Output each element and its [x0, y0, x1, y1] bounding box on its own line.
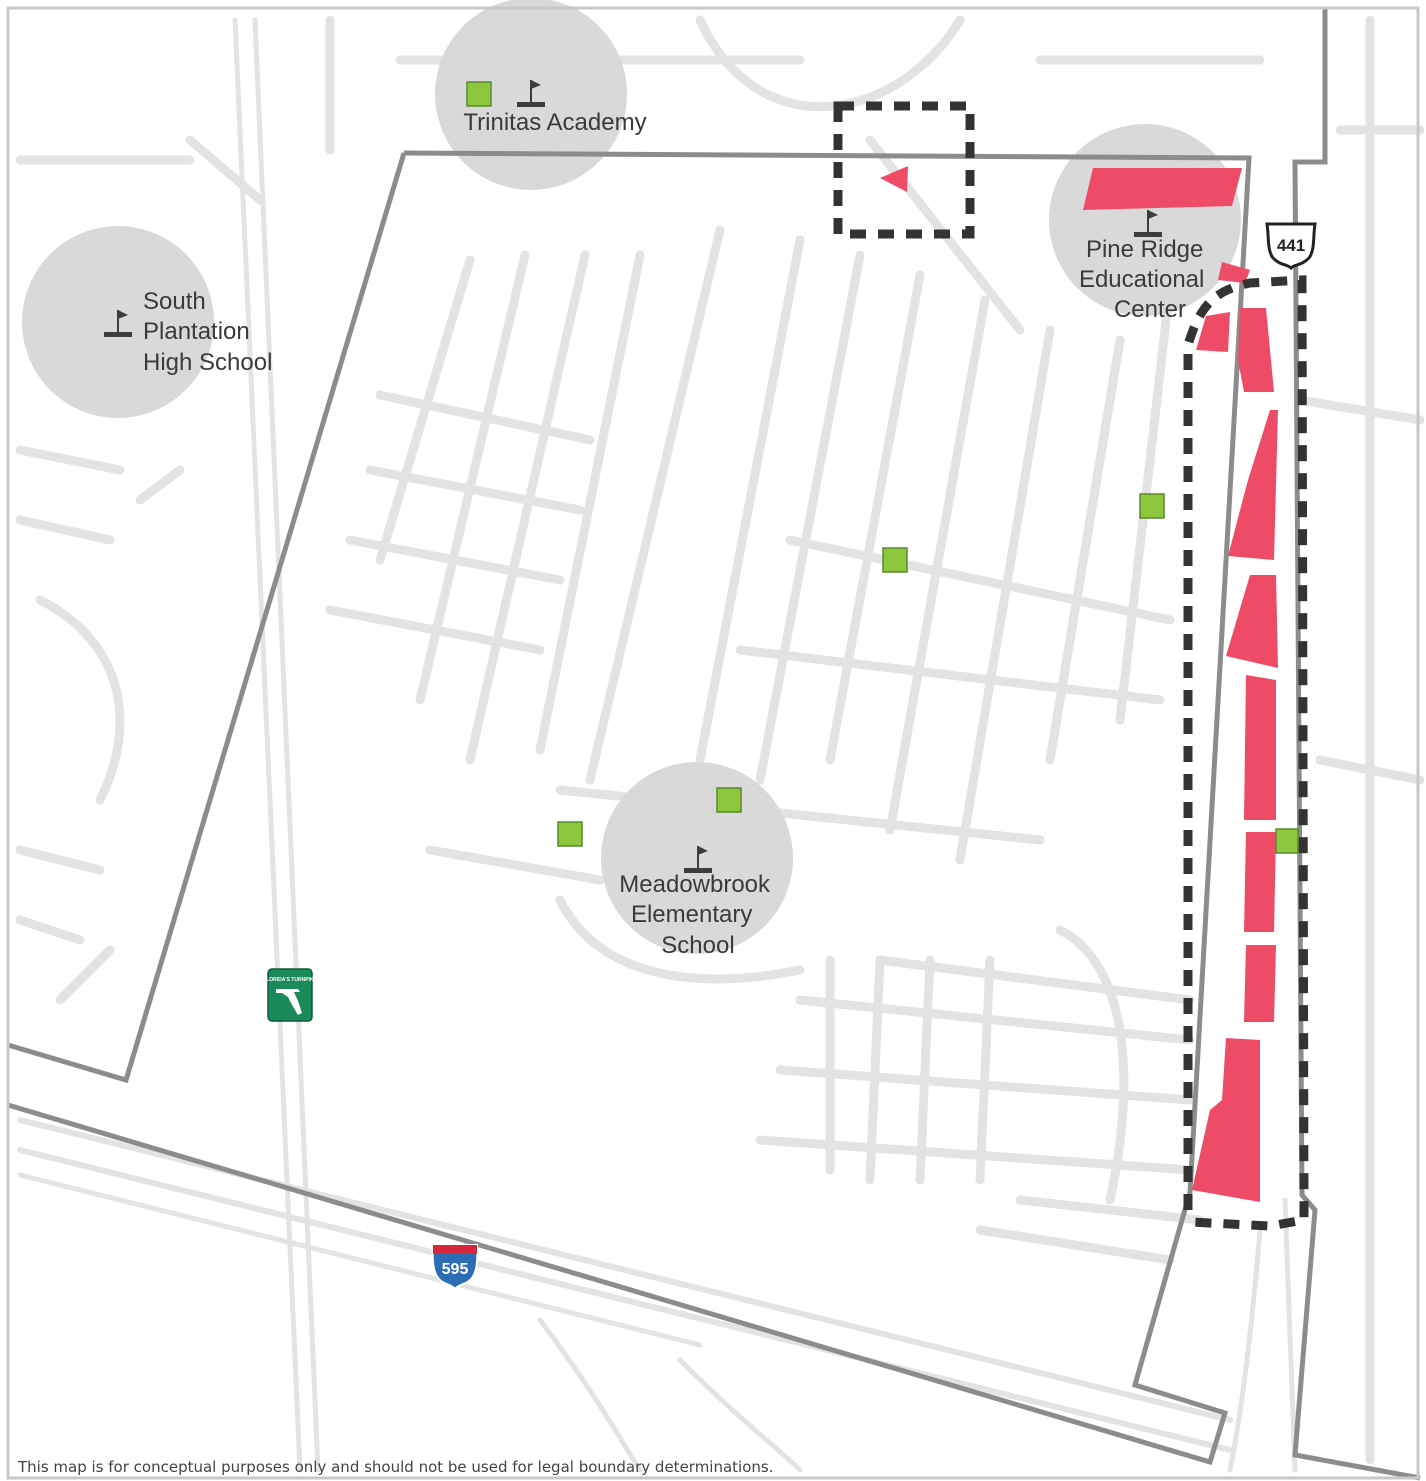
northeast-boundary — [1292, 8, 1421, 1481]
school-label-line: Meadowbrook — [619, 871, 771, 898]
park-markers — [466, 81, 1299, 854]
school-label-line: South — [143, 288, 206, 315]
florida-turnpike-shield-icon: FLORIDA'S TURNPIKE — [263, 968, 318, 1022]
dashed-focus-areas — [833, 101, 1309, 1231]
school-label-line: Pine Ridge — [1086, 236, 1203, 263]
redevelopment-parcels — [880, 166, 1278, 1202]
florida-shape-icon — [276, 989, 302, 1015]
parcel — [1244, 832, 1276, 932]
park-marker — [882, 547, 908, 573]
school-flag-icon — [1134, 210, 1162, 237]
school-flag-icon — [684, 846, 712, 873]
school-label-line: Trinitas Academy — [463, 109, 646, 136]
park-marker — [557, 821, 583, 847]
us-route-number: 441 — [1277, 236, 1305, 255]
school-label-line: School — [661, 932, 734, 959]
school-label-line: Plantation — [143, 318, 250, 345]
study-area-boundaries — [6, 6, 1421, 1481]
park-marker — [1139, 493, 1165, 519]
school-labels: Trinitas Academy South Plantation High S… — [143, 109, 1211, 959]
school-label-line: Center — [1114, 296, 1186, 323]
parcel — [1192, 1038, 1260, 1202]
school-label-trinitas: Trinitas Academy — [463, 109, 646, 136]
parcel — [1238, 308, 1274, 392]
park-marker — [466, 81, 492, 107]
school-flag-icon — [517, 80, 545, 107]
park-marker — [716, 787, 742, 813]
parcel — [1228, 410, 1278, 560]
school-label-line: Elementary — [631, 901, 752, 928]
parcel — [1218, 262, 1250, 283]
parcel — [1083, 168, 1242, 210]
school-label-line: High School — [143, 349, 272, 376]
interstate-595-shield-icon: 595 — [431, 1244, 479, 1291]
park-marker — [1275, 828, 1299, 854]
parcel — [1244, 945, 1276, 1022]
school-label-pine-ridge: Pine Ridge Educational Center — [1079, 236, 1211, 323]
school-icons — [104, 80, 1162, 873]
parcel — [1226, 575, 1278, 668]
interstate-number: 595 — [442, 1261, 469, 1278]
top-boundary — [6, 6, 1420, 1480]
west-boundary — [7, 152, 407, 1084]
north-dashed-area — [833, 101, 975, 239]
parcel — [1244, 675, 1276, 820]
school-label-line: Educational — [1079, 266, 1204, 293]
school-label-meadowbrook: Meadowbrook Elementary School — [619, 871, 776, 959]
east-corridor-dashed-area — [1183, 275, 1309, 1231]
main-boundary — [7, 150, 1252, 1466]
school-label-south-plantation: South Plantation High School — [143, 288, 272, 376]
us-441-shield-icon: 441 — [1265, 222, 1317, 271]
parcel — [880, 166, 908, 192]
turnpike-text: FLORIDA'S TURNPIKE — [263, 977, 317, 983]
map-disclaimer: This map is for conceptual purposes only… — [18, 1458, 774, 1476]
parcel — [1196, 312, 1230, 352]
school-flag-icon — [104, 310, 132, 337]
